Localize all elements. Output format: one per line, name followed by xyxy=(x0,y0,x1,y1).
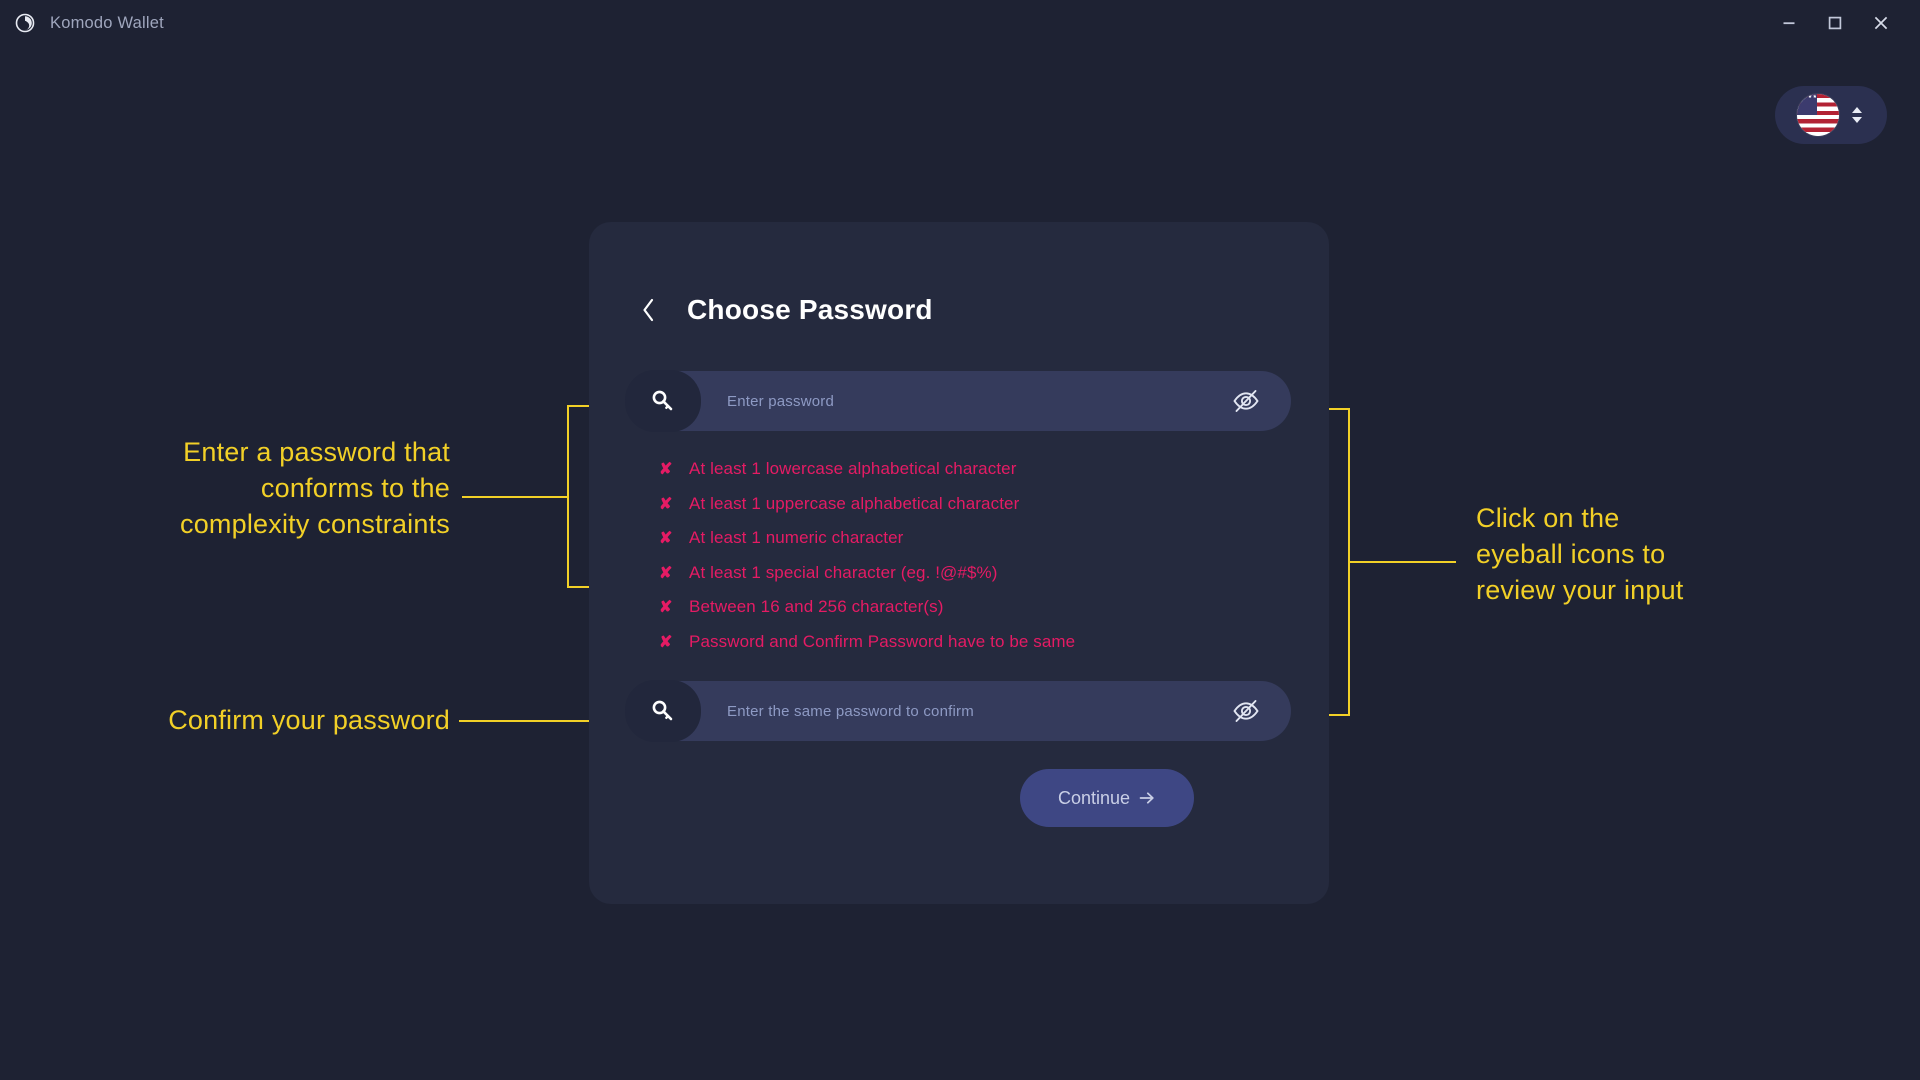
invalid-mark-icon: ✘ xyxy=(659,495,673,513)
invalid-mark-icon: ✘ xyxy=(659,461,673,479)
key-icon xyxy=(625,680,701,742)
validation-rule-label: At least 1 uppercase alphabetical charac… xyxy=(689,493,1020,513)
password-validation-list: ✘ At least 1 lowercase alphabetical char… xyxy=(659,452,1075,659)
card-header: Choose Password xyxy=(641,294,933,326)
connector-left-vertical xyxy=(567,405,569,588)
connector-confirm-lead xyxy=(459,720,627,722)
annotation-eyeball-icons: Click on the eyeball icons to review you… xyxy=(1476,503,1684,605)
validation-rule-label: At least 1 lowercase alphabetical charac… xyxy=(689,459,1017,479)
validation-rule-label: Password and Confirm Password have to be… xyxy=(689,631,1076,651)
validation-rule: ✘ Password and Confirm Password have to … xyxy=(659,625,1075,660)
invalid-mark-icon: ✘ xyxy=(659,633,673,651)
validation-rule: ✘ At least 1 uppercase alphabetical char… xyxy=(659,487,1075,522)
connector-right-lead xyxy=(1348,561,1456,563)
invalid-mark-icon: ✘ xyxy=(659,564,673,582)
close-icon[interactable] xyxy=(1858,0,1904,46)
confirm-password-placeholder: Enter the same password to confirm xyxy=(727,702,974,720)
annotation-password-complexity: Enter a password that conforms to the co… xyxy=(180,437,450,539)
chevron-left-icon[interactable] xyxy=(641,297,657,323)
maximize-icon[interactable] xyxy=(1812,0,1858,46)
continue-button[interactable]: Continue xyxy=(1020,769,1194,827)
connector-left-lead xyxy=(462,496,568,498)
key-icon xyxy=(625,370,701,432)
annotation-confirm-password: Confirm your password xyxy=(168,705,450,735)
eye-off-icon[interactable] xyxy=(1229,384,1263,418)
minimize-icon[interactable] xyxy=(1766,0,1812,46)
validation-rule-label: At least 1 special character (eg. !@#$%) xyxy=(689,562,998,582)
validation-rule: ✘ Between 16 and 256 character(s) xyxy=(659,590,1075,625)
us-flag-icon: ★★★★★★★★★★★★★★★★★★★★★★★★★★★★ xyxy=(1797,94,1839,136)
validation-rule: ✘ At least 1 lowercase alphabetical char… xyxy=(659,452,1075,487)
validation-rule: ✘ At least 1 numeric character xyxy=(659,521,1075,556)
eye-off-icon[interactable] xyxy=(1229,694,1263,728)
password-placeholder: Enter password xyxy=(727,392,835,410)
validation-rule-label: At least 1 numeric character xyxy=(689,528,904,548)
chevron-up-down-icon xyxy=(1849,103,1865,127)
continue-button-label: Continue xyxy=(1057,787,1131,808)
validation-rule: ✘ At least 1 special character (eg. !@#$… xyxy=(659,556,1075,591)
language-selector[interactable]: ★★★★★★★★★★★★★★★★★★★★★★★★★★★★ xyxy=(1775,86,1887,144)
arrow-right-icon xyxy=(1138,789,1156,807)
choose-password-card: Choose Password Enter password xyxy=(589,222,1329,904)
invalid-mark-icon: ✘ xyxy=(659,530,673,548)
validation-rule-label: Between 16 and 256 character(s) xyxy=(689,597,944,617)
app-title: Komodo Wallet xyxy=(50,13,164,32)
invalid-mark-icon: ✘ xyxy=(659,599,673,617)
komodo-circle-icon xyxy=(14,12,36,34)
title-bar: Komodo Wallet xyxy=(0,0,1920,46)
confirm-password-input[interactable]: Enter the same password to confirm xyxy=(625,680,1291,742)
password-input[interactable]: Enter password xyxy=(625,370,1291,432)
page-title: Choose Password xyxy=(687,294,933,325)
